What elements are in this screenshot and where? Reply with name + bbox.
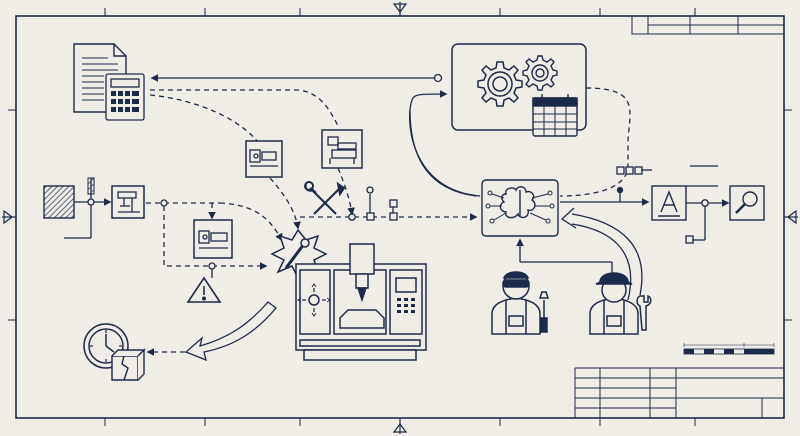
calculator-icon: [105, 73, 145, 121]
gear-icon: [477, 61, 523, 107]
planning-box: [451, 43, 587, 131]
raw-material-icon: [43, 177, 95, 219]
cnc-machine-icon: [295, 243, 427, 361]
drill-press-icon: [111, 185, 145, 219]
tools-icon: [304, 181, 346, 215]
operator-goggles-icon: [491, 271, 550, 335]
connectors: [64, 73, 730, 356]
fault-burst-icon: [270, 228, 328, 280]
title-block-bottom: [574, 367, 785, 419]
border-ticks: [8, 8, 792, 426]
lathe-machine-icon: [321, 129, 363, 169]
gear-icon: [522, 55, 558, 91]
scale-bar: [683, 343, 775, 355]
measure-icon: [651, 185, 687, 221]
broken-package-icon: [111, 348, 146, 381]
clock-icon: [83, 323, 129, 369]
feedback-arrow: [184, 301, 277, 362]
title-block-top: [631, 15, 785, 35]
lathe-machine-icon: [193, 219, 233, 259]
ai-brain-icon: [481, 179, 559, 237]
calendar-icon: [532, 94, 578, 137]
lathe-machine-icon: [245, 140, 283, 178]
inspection-icon: [729, 185, 765, 221]
operator-hardhat-icon: [589, 272, 652, 335]
warning-icon: [186, 276, 222, 303]
